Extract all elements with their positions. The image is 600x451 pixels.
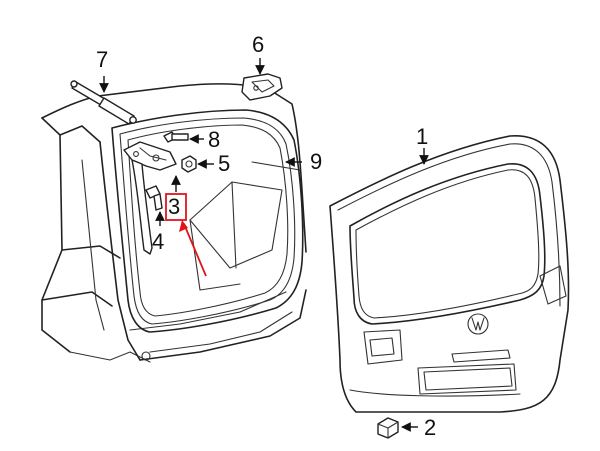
callout-5: 5 — [218, 151, 230, 176]
liftgate-hinge — [123, 141, 177, 255]
lift-support-strut — [70, 80, 137, 125]
callout-8: 8 — [208, 127, 220, 152]
hinge-nut — [181, 155, 197, 173]
hinge-bolt-8 — [163, 131, 189, 143]
hinge-bracket — [241, 73, 283, 101]
liftgate — [329, 135, 570, 413]
callout-2: 2 — [424, 415, 436, 440]
callout-3: 3 — [168, 194, 180, 219]
hinge-bolt-4 — [145, 185, 163, 211]
callout-4: 4 — [152, 229, 164, 254]
leader-lines — [99, 58, 429, 432]
nut-2 — [377, 417, 399, 439]
highlight-arrow — [183, 223, 207, 277]
callout-7: 7 — [96, 47, 108, 72]
callouts: 7 6 8 5 9 3 4 1 2 — [96, 32, 436, 440]
callout-9: 9 — [310, 149, 322, 174]
vehicle-body — [41, 83, 307, 363]
highlight-box — [165, 193, 187, 221]
highlight-arrowhead — [179, 220, 188, 232]
highlight — [165, 193, 207, 277]
callout-1: 1 — [416, 124, 428, 149]
callout-6: 6 — [252, 32, 264, 57]
